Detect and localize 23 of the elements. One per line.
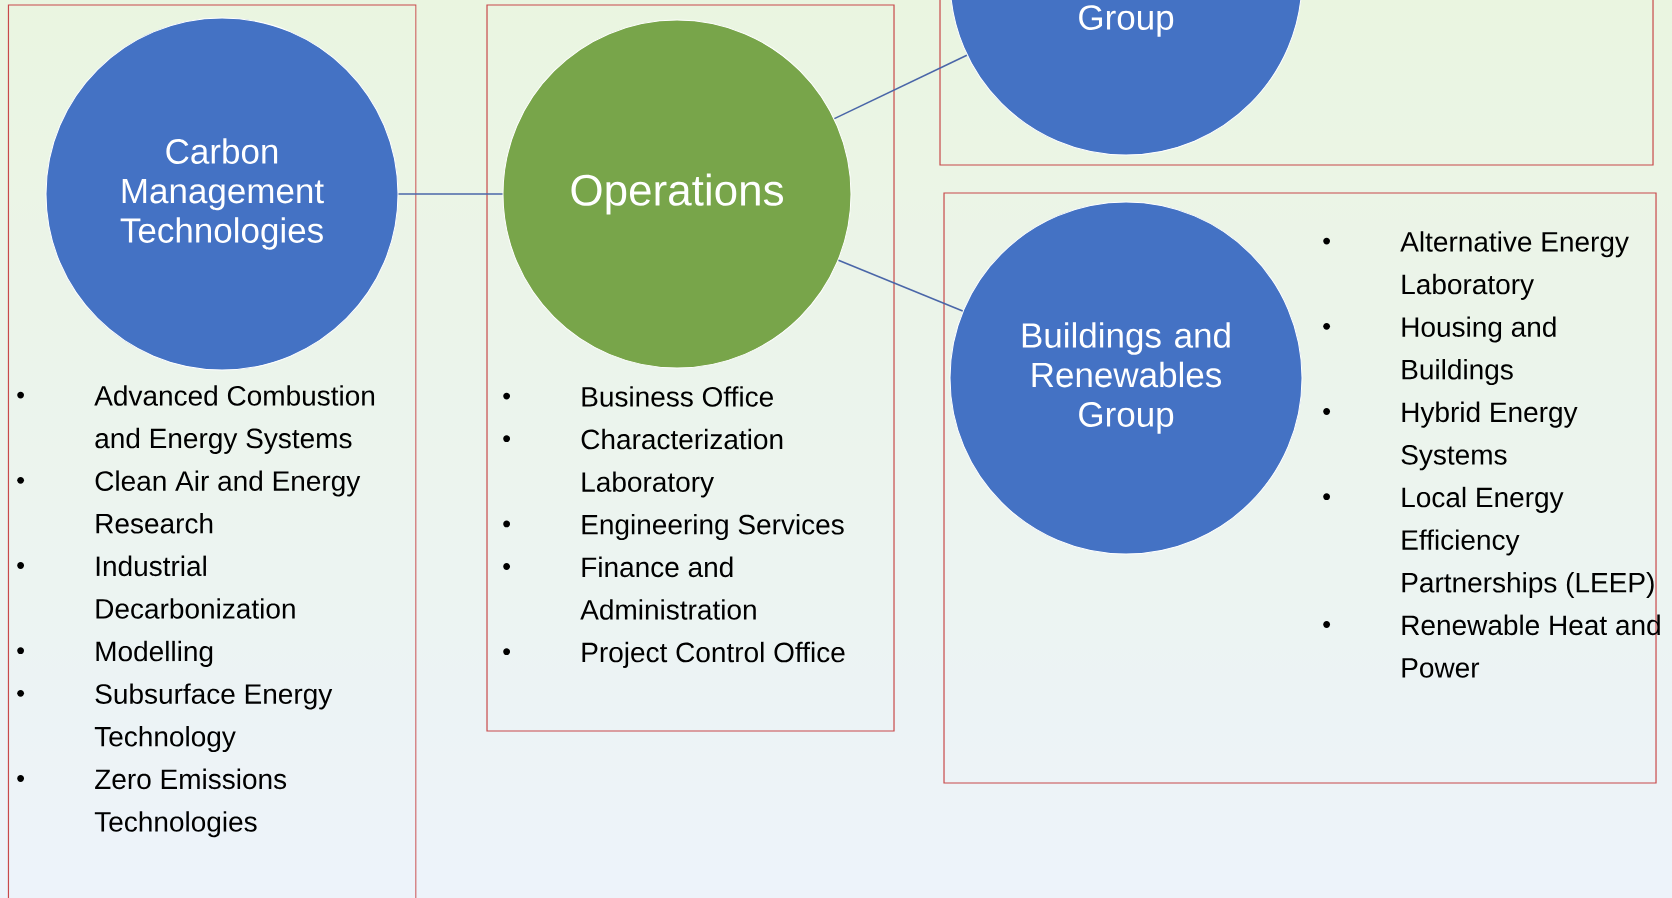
node-label: Industrial Decarbonization bbox=[96, 555, 295, 619]
node-label: Project Control Office bbox=[582, 641, 845, 668]
connector-line bbox=[837, 259, 964, 312]
bullet-list: Business Office Characterization Laboratory Engineering Services Finance and Administration Project Control Office bbox=[503, 386, 845, 668]
node-label: Housing and Buildings bbox=[1402, 316, 1556, 386]
node-label: Local Energy Efficiency Partnerships (LEEP) bbox=[1402, 486, 1654, 599]
node-label: Renewable Heat and Power bbox=[1402, 614, 1660, 678]
node-label: Characterization Laboratory bbox=[581, 428, 783, 498]
connector-line bbox=[833, 54, 968, 120]
node-label: Subsurface Energy Technology bbox=[94, 683, 333, 753]
node-label: Advanced Combustion and Energy Systems bbox=[94, 385, 375, 454]
node-label: Hybrid Energy Systems bbox=[1401, 401, 1578, 471]
node-label: Engineering Services bbox=[582, 514, 844, 541]
node-label: Clean Air and Energy Research bbox=[95, 470, 361, 534]
node-label: Zero Emissions Technologies bbox=[94, 768, 287, 838]
node-label: Modelling bbox=[96, 640, 213, 667]
bullet-list: Alternative Energy Laboratory Housing and Buildings Hybrid Energy Systems Local Energy Efficiency Partnerships (LEEP) Renewable Heat and Power bbox=[1323, 231, 1660, 678]
node-label: Finance and Administration bbox=[580, 556, 756, 620]
bullet-list: Advanced Combustion and Energy Systems Clean Air and Energy Research Industrial Decarbonization Modelling Subsurface Energy Technology Zero Emissions Technologies bbox=[17, 385, 375, 838]
node-label: Business Office bbox=[582, 386, 773, 407]
node-label: Alternative Energy Laboratory bbox=[1400, 231, 1629, 300]
connector-line bbox=[397, 193, 504, 195]
panel-box bbox=[939, 0, 1654, 166]
